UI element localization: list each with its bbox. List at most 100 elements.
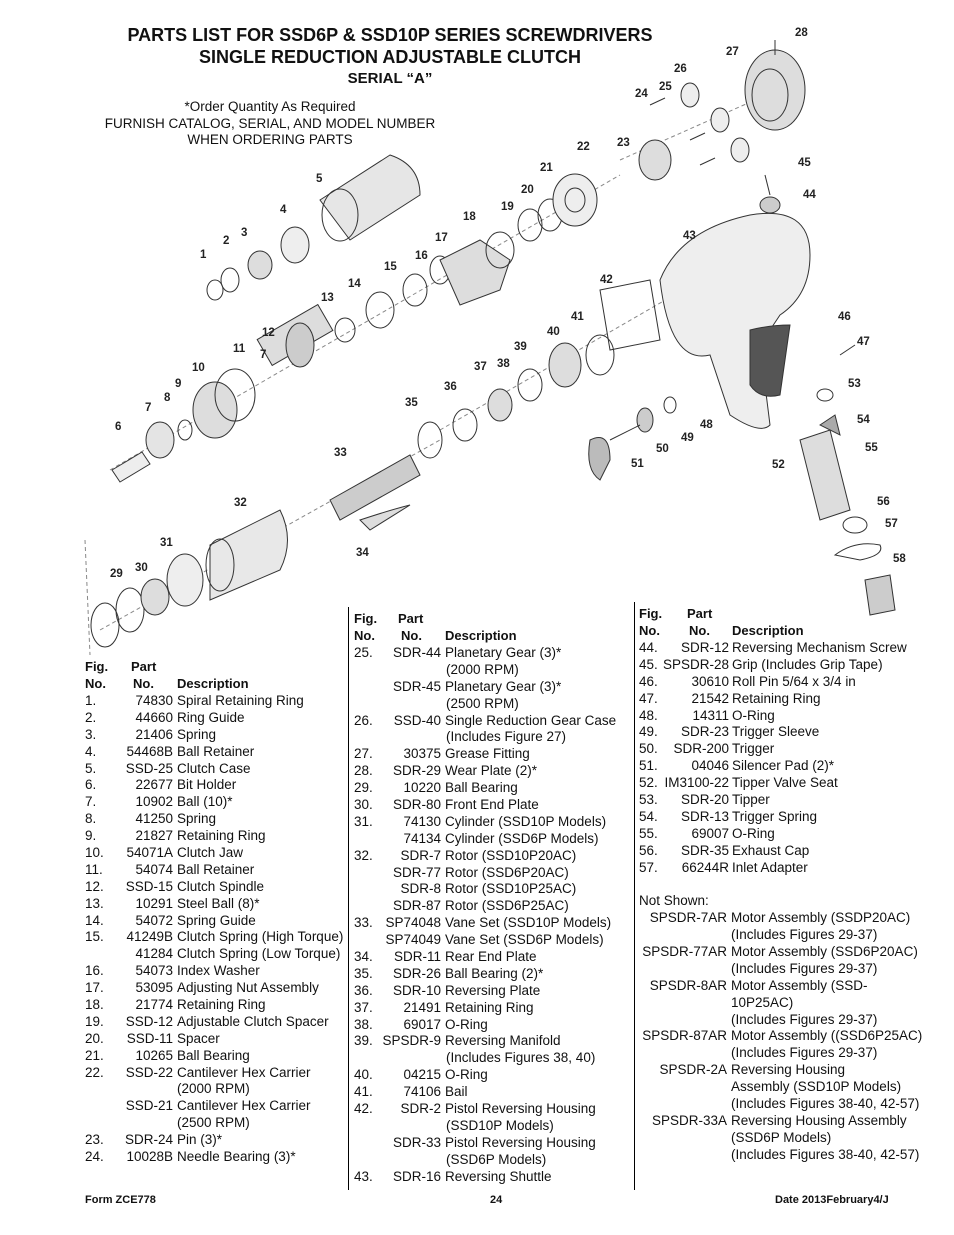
part-description: Retaining Ring bbox=[177, 828, 266, 844]
callout-22: 22 bbox=[577, 141, 590, 153]
fig-number: 11. bbox=[85, 861, 103, 877]
part-number: 74830 bbox=[135, 693, 173, 708]
fig-number: 8. bbox=[85, 811, 97, 827]
part-description: (Includes Figures 29-37) bbox=[731, 1011, 878, 1027]
part-number: 53095 bbox=[135, 980, 173, 996]
part-description: Clutch Jaw bbox=[177, 845, 244, 861]
part-number: SDR-87 bbox=[392, 898, 441, 914]
part-description: Retaining Ring bbox=[177, 997, 266, 1013]
part-description: Retaining Ring bbox=[445, 999, 534, 1015]
part-description: Clutch Spring (Low Torque) bbox=[177, 946, 341, 962]
fig-number: 20. bbox=[85, 1030, 104, 1046]
fig-number: 7. bbox=[85, 794, 97, 810]
header-fig: Fig. bbox=[85, 659, 109, 674]
callout-36: 36 bbox=[444, 381, 457, 393]
fig-number: 34. bbox=[354, 949, 373, 965]
fig-number: 35. bbox=[354, 965, 373, 981]
callout-8: 8 bbox=[164, 392, 171, 404]
part-number: 69017 bbox=[403, 1016, 441, 1032]
callout-49: 49 bbox=[681, 432, 694, 444]
part-number: 41284 bbox=[135, 946, 173, 962]
part-number: SDR-2 bbox=[400, 1101, 441, 1117]
part-description: Trigger Sleeve bbox=[732, 724, 820, 740]
part-number: SDR-77 bbox=[392, 864, 441, 880]
part-description: (2500 RPM) bbox=[177, 1115, 250, 1131]
header-part: Part bbox=[131, 659, 157, 674]
callout-1: 1 bbox=[200, 249, 207, 261]
parts-row: (Includes Figures 29-37) bbox=[639, 1045, 939, 1062]
callout-21: 21 bbox=[540, 162, 553, 174]
callout-15: 15 bbox=[384, 261, 397, 273]
part-number: SDR-13 bbox=[680, 808, 729, 824]
part-number: 54073 bbox=[135, 963, 173, 979]
part-description: Motor Assembly (SSDP20AC) bbox=[731, 910, 911, 926]
part-number: 10902 bbox=[135, 794, 173, 810]
callout-53: 53 bbox=[848, 378, 861, 390]
part-number: SP74048 bbox=[385, 915, 441, 931]
callout-28: 28 bbox=[795, 27, 808, 39]
part-description: Rotor (SSD10P20AC) bbox=[445, 847, 577, 863]
part-description: (Includes Figures 38-40, 42-57) bbox=[731, 1096, 920, 1112]
callout-19: 19 bbox=[501, 201, 514, 213]
part-number: SDR-45 bbox=[392, 678, 441, 694]
fig-number: 41. bbox=[354, 1084, 373, 1100]
fig-number: 57. bbox=[639, 859, 658, 875]
part-description: Ball Bearing bbox=[177, 1047, 250, 1063]
fig-number: 4. bbox=[85, 743, 97, 759]
part-number: SPSDR-8AR bbox=[649, 977, 727, 993]
part-description: (Includes Figure 27) bbox=[446, 729, 567, 745]
part-description: Trigger Spring bbox=[732, 808, 818, 824]
callout-20: 20 bbox=[521, 184, 534, 196]
callout-labels: 5 4 3 2 1 6 7 7 8 9 10 11 12 13 14 15 16… bbox=[110, 27, 906, 580]
parts-row: 10P25AC) bbox=[639, 995, 939, 1012]
part-description: Pin (3)* bbox=[177, 1132, 223, 1148]
parts-row: (SSD10P Models) bbox=[354, 1118, 632, 1135]
callout-32: 32 bbox=[234, 497, 247, 509]
fig-number: 29. bbox=[354, 780, 373, 796]
fig-number: 42. bbox=[354, 1101, 373, 1117]
part-number: SDR-26 bbox=[392, 965, 441, 981]
part-description: Rotor (SSD6P20AC) bbox=[445, 864, 569, 880]
part-description: Grip (Includes Grip Tape) bbox=[732, 656, 883, 672]
part-description: Needle Bearing (3)* bbox=[177, 1149, 296, 1165]
callout-5: 5 bbox=[316, 173, 323, 185]
callout-35: 35 bbox=[405, 397, 418, 409]
part-number: SSD-11 bbox=[126, 1030, 173, 1046]
part-description: Reversing Mechanism Screw bbox=[732, 640, 907, 655]
part-number: 21827 bbox=[135, 828, 173, 844]
fig-number: 12. bbox=[85, 878, 104, 894]
callout-7b: 7 bbox=[260, 349, 266, 361]
parts-row: (Includes Figures 38-40, 42-57) bbox=[639, 1147, 939, 1164]
callout-52: 52 bbox=[772, 459, 785, 471]
fig-number: 30. bbox=[354, 797, 373, 813]
part-description: Exhaust Cap bbox=[732, 842, 810, 858]
parts-row: (Includes Figures 38, 40) bbox=[354, 1050, 632, 1067]
part-number: 54468B bbox=[126, 743, 173, 759]
part-number: 54071A bbox=[126, 845, 173, 861]
fig-number: 50. bbox=[639, 741, 658, 757]
header-part-no-2: No. bbox=[401, 628, 422, 643]
callout-10: 10 bbox=[192, 362, 205, 374]
part-description: Adjusting Nut Assembly bbox=[177, 980, 319, 996]
part-number: SPSDR-28 bbox=[662, 656, 729, 672]
part-description: Grease Fitting bbox=[445, 746, 530, 762]
part-number: SPSDR-9 bbox=[382, 1033, 441, 1049]
parts-row: (2000 RPM) bbox=[354, 662, 632, 679]
